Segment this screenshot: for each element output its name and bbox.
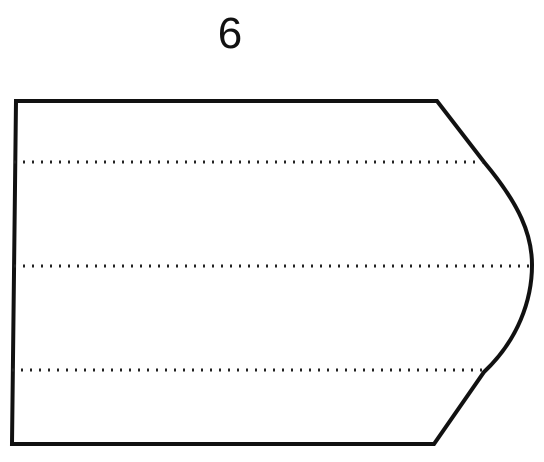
shape-outline: [9, 99, 535, 446]
figure-number: 6: [217, 9, 243, 58]
